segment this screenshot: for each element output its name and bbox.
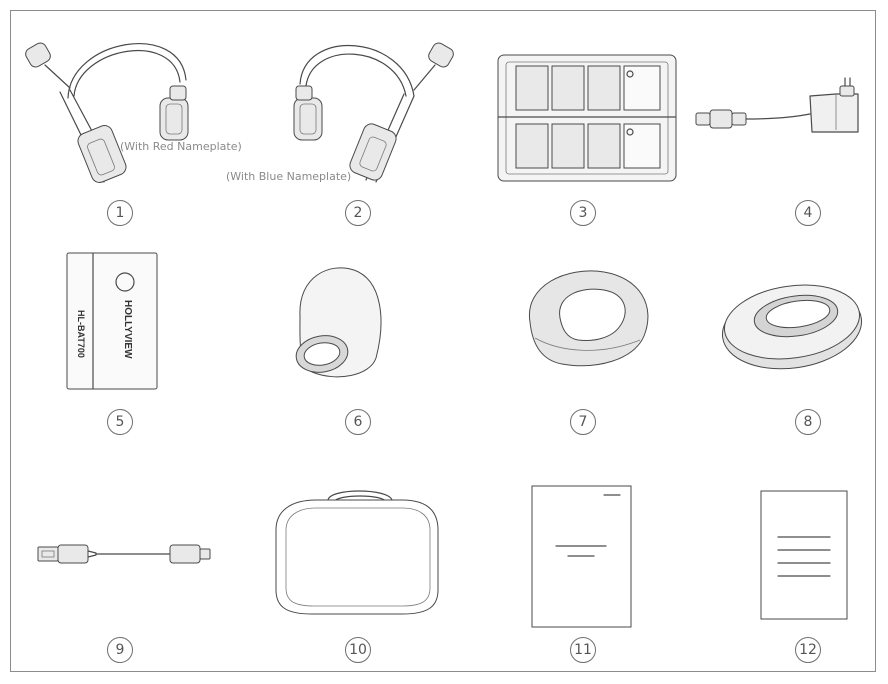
item-number: 1 bbox=[107, 200, 133, 226]
note-red-nameplate: (With Red Nameplate) bbox=[120, 140, 242, 153]
item-number: 11 bbox=[570, 637, 596, 663]
item-number: 7 bbox=[570, 409, 596, 435]
item-number: 12 bbox=[795, 637, 821, 663]
item-number: 2 bbox=[345, 200, 371, 226]
item-number: 4 bbox=[795, 200, 821, 226]
item-number: 5 bbox=[107, 409, 133, 435]
item-number: 3 bbox=[570, 200, 596, 226]
battery-brand: HOLLYVIEW bbox=[122, 300, 133, 359]
item-number: 10 bbox=[345, 637, 371, 663]
item-number: 8 bbox=[795, 409, 821, 435]
item-number: 6 bbox=[345, 409, 371, 435]
battery-model: HL-BAT700 bbox=[76, 310, 86, 358]
item-number: 9 bbox=[107, 637, 133, 663]
note-blue-nameplate: (With Blue Nameplate) bbox=[226, 170, 352, 183]
